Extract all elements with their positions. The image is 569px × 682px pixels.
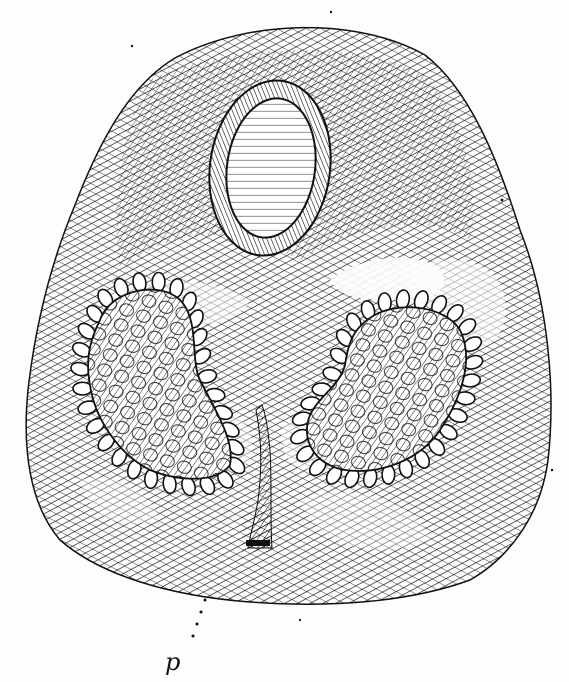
scallop-cell	[152, 272, 165, 291]
leader-line-p	[192, 599, 207, 638]
label-p: p	[165, 648, 180, 676]
